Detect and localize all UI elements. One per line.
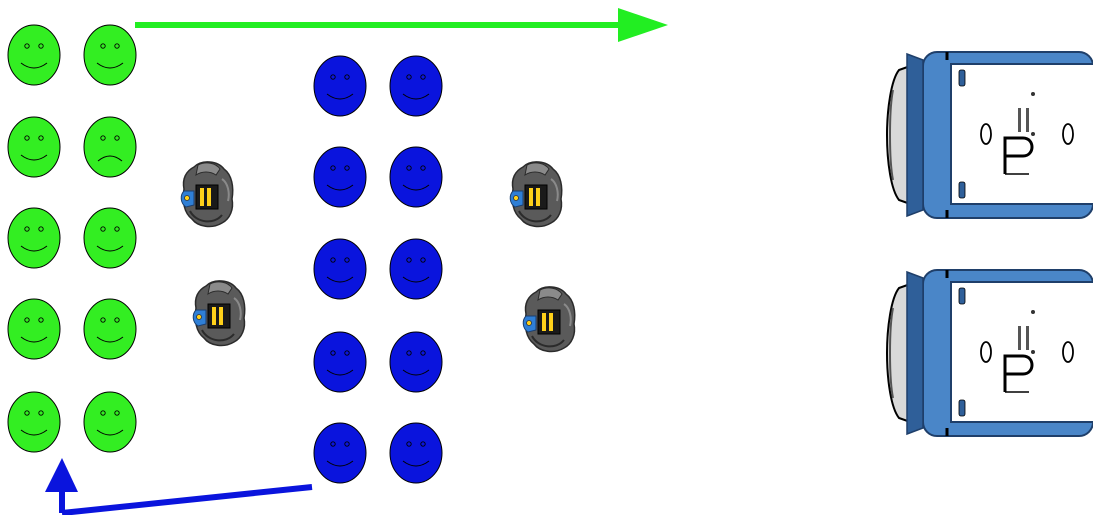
green-face-icon bbox=[8, 392, 60, 452]
blue-people-group bbox=[314, 56, 442, 483]
blue-face-icon bbox=[390, 332, 442, 392]
police-vehicle-icon bbox=[887, 270, 1093, 436]
blue-face-icon bbox=[390, 56, 442, 116]
blue-face-icon bbox=[314, 56, 366, 116]
green-face-icon bbox=[84, 25, 136, 85]
green-face-icon bbox=[8, 299, 60, 359]
blue-face-icon bbox=[314, 147, 366, 207]
guard-robot-icon bbox=[193, 281, 245, 346]
green-people-group bbox=[8, 25, 136, 452]
blue-face-icon bbox=[390, 239, 442, 299]
blue-face-icon bbox=[314, 239, 366, 299]
blue-face-icon bbox=[314, 332, 366, 392]
green-face-icon bbox=[8, 25, 60, 85]
green-face-icon bbox=[84, 392, 136, 452]
green-face-icon bbox=[8, 208, 60, 268]
blue-arrow bbox=[45, 458, 312, 513]
green-face-icon bbox=[84, 117, 136, 177]
green-face-icon bbox=[84, 299, 136, 359]
police-vehicle-icon bbox=[887, 52, 1093, 218]
green-face-icon bbox=[8, 117, 60, 177]
green-face-icon bbox=[84, 208, 136, 268]
green-arrow bbox=[135, 8, 668, 42]
blue-face-icon bbox=[314, 423, 366, 483]
guard-robot-icon bbox=[510, 162, 562, 227]
blue-face-icon bbox=[390, 147, 442, 207]
guard-robot-icon bbox=[181, 162, 233, 227]
blue-face-icon bbox=[390, 423, 442, 483]
guard-robot-icon bbox=[523, 287, 575, 352]
